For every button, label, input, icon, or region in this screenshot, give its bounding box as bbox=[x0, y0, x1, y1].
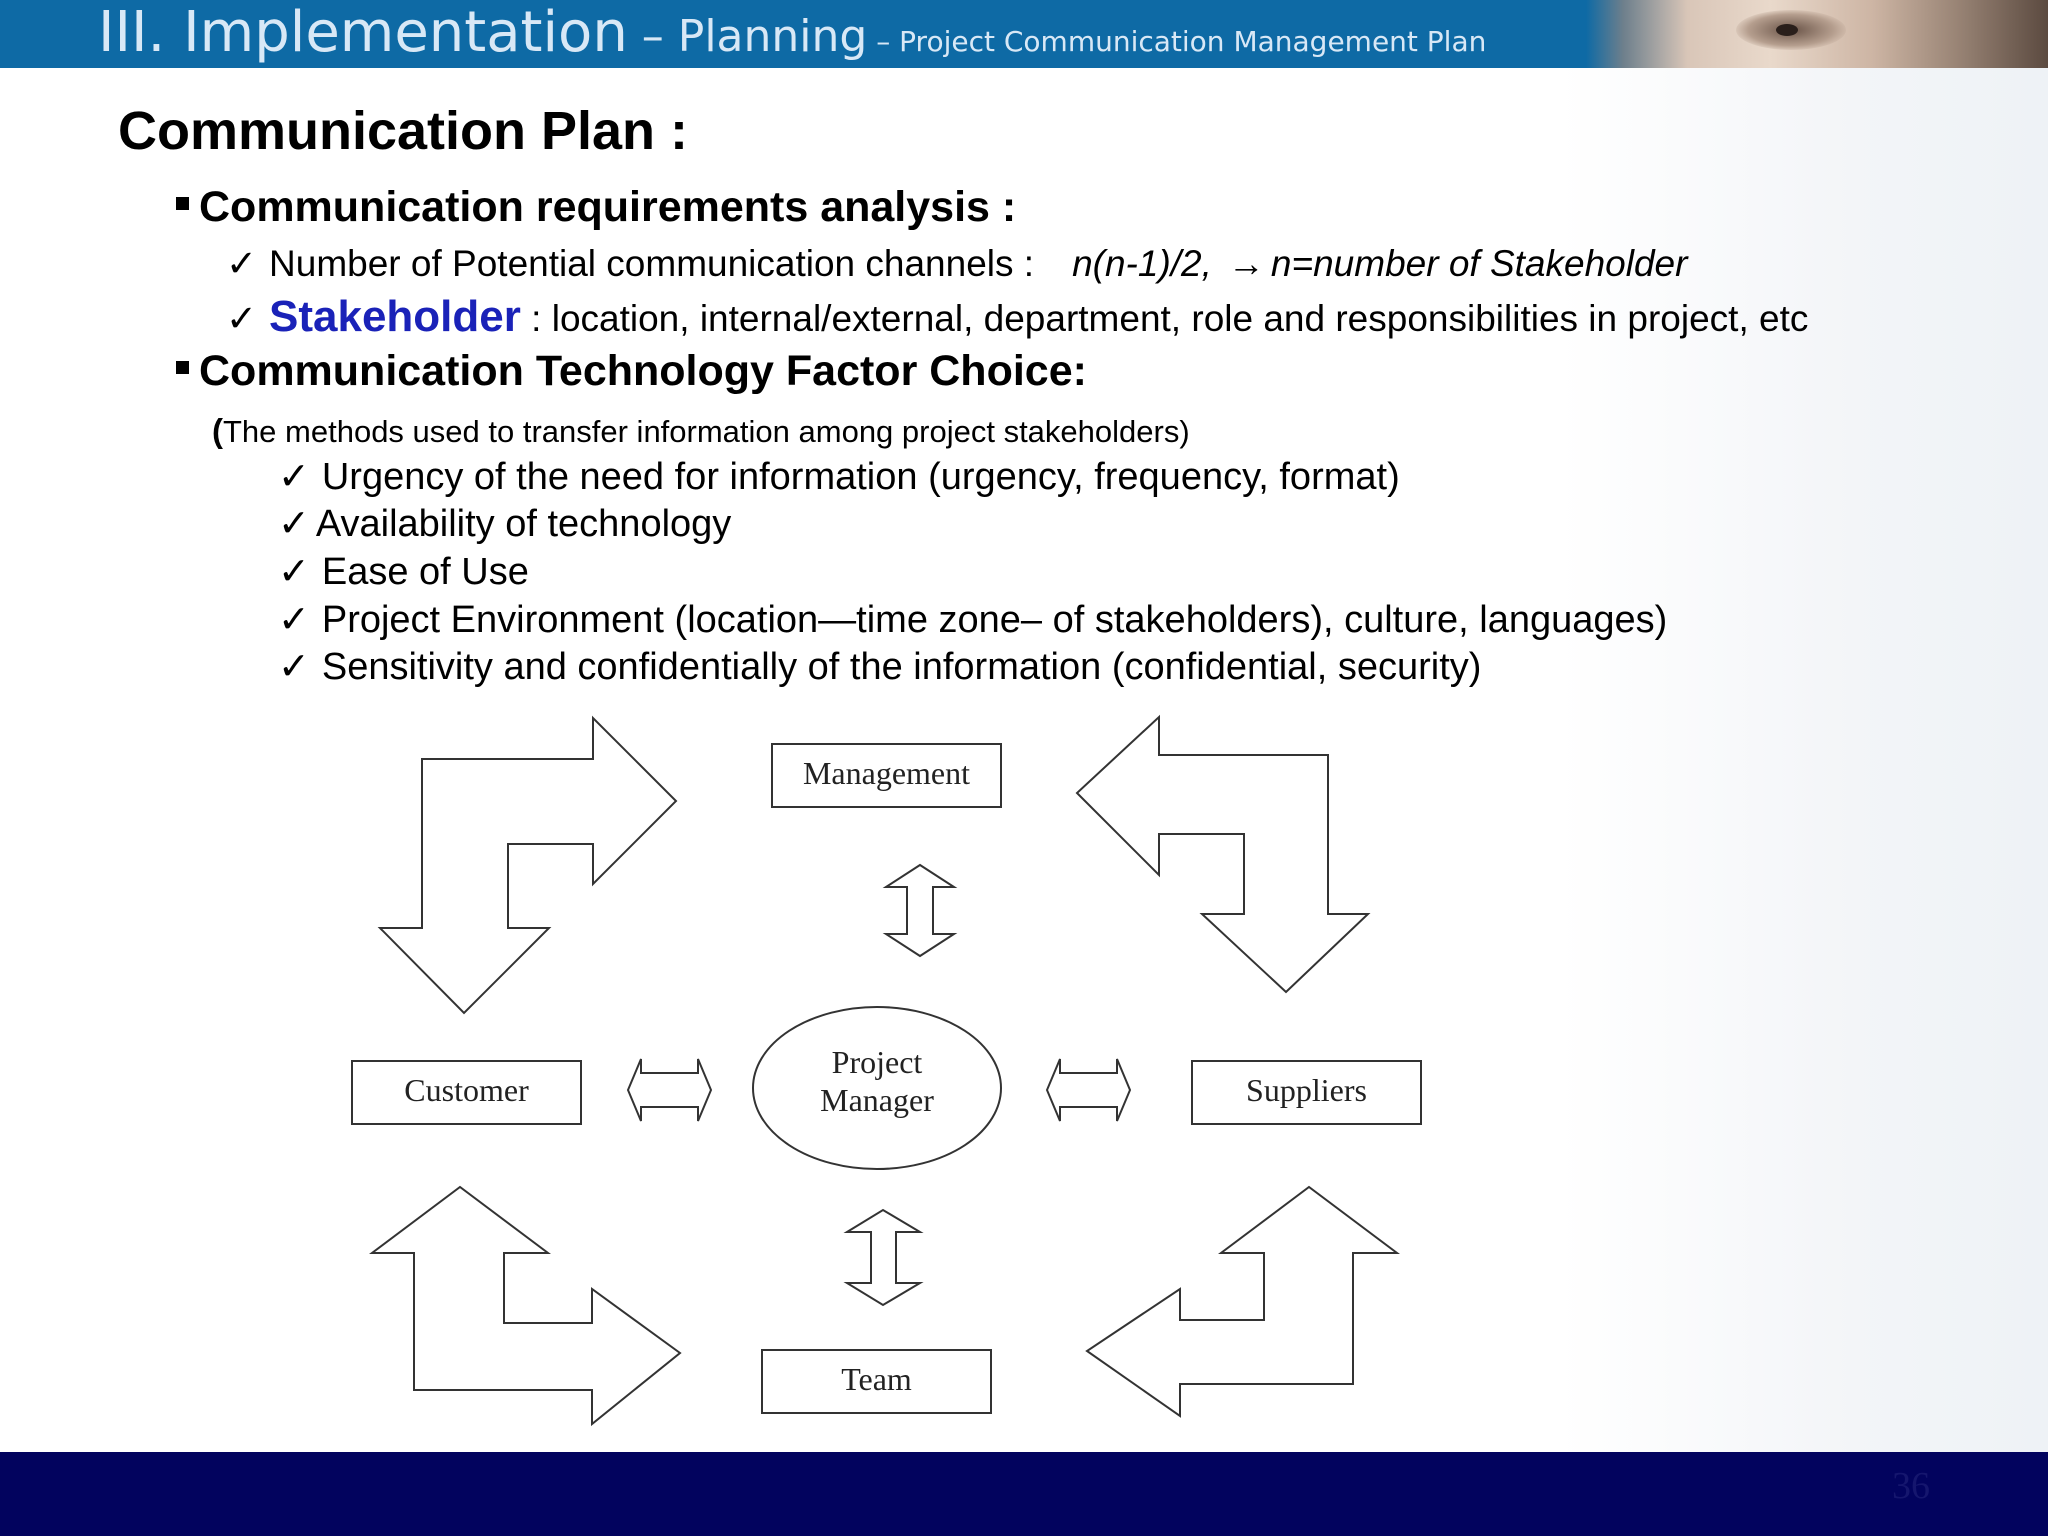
formula-definition: n=number of Stakeholder bbox=[1270, 243, 1688, 284]
bullet-requirements-analysis: Communication requirements analysis : bbox=[176, 183, 1016, 232]
right-arrow-icon: → bbox=[1227, 243, 1265, 284]
slide-footer: 36 bbox=[0, 1452, 2048, 1536]
factor-text: Sensitivity and confidentially of the in… bbox=[321, 646, 1482, 688]
note-text: The methods used to transfer information… bbox=[223, 414, 1190, 449]
bent-arrow-bottom-right bbox=[1085, 1185, 1400, 1418]
checkmark-icon: ✓ bbox=[278, 503, 310, 545]
bent-arrow-top-left bbox=[377, 715, 678, 1015]
header-topic: Planning bbox=[677, 11, 868, 62]
photo-eye bbox=[1776, 24, 1798, 36]
bent-arrow-bottom-left bbox=[369, 1185, 682, 1427]
header-photo-image bbox=[1586, 0, 2048, 68]
note-paren: ( bbox=[212, 412, 223, 449]
checkmark-icon: ✓ bbox=[278, 456, 310, 498]
header-separator: – bbox=[627, 11, 678, 62]
factor-text: Availability of technology bbox=[315, 503, 732, 545]
check-text: Number of Potential communication channe… bbox=[269, 243, 1035, 284]
header-separator: – bbox=[867, 25, 900, 58]
check-item-stakeholder: ✓ Stakeholder : location, internal/extern… bbox=[226, 292, 1808, 342]
box-team bbox=[761, 1349, 992, 1414]
factor-text: Project Environment (location—time zone–… bbox=[321, 599, 1668, 641]
header-section: III. Implementation bbox=[98, 0, 628, 65]
label-team: Team bbox=[841, 1361, 912, 1397]
stakeholder-keyword: Stakeholder bbox=[269, 292, 521, 341]
square-bullet-icon bbox=[176, 197, 189, 211]
double-arrow-horizontal-left bbox=[626, 1058, 713, 1122]
bullet-text: Communication requirements analysis : bbox=[199, 183, 1017, 231]
box-customer bbox=[351, 1060, 582, 1125]
factor-text: Ease of Use bbox=[321, 551, 529, 593]
factor-item: ✓ Ease of Use bbox=[278, 549, 529, 594]
pm-line-1: Project bbox=[831, 1044, 923, 1080]
header-title: III. Implementation – Planning – Project… bbox=[98, 0, 1486, 68]
check-text: : location, internal/external, departmen… bbox=[520, 298, 1809, 339]
bullet-technology-factor: Communication Technology Factor Choice: bbox=[176, 347, 1087, 396]
double-arrow-horizontal-right bbox=[1045, 1058, 1132, 1122]
factor-text: Urgency of the need for information (urg… bbox=[321, 456, 1400, 498]
checkmark-icon: ✓ bbox=[278, 599, 310, 641]
double-arrow-vertical-bottom bbox=[843, 1208, 924, 1307]
factor-item: ✓ Project Environment (location—time zone… bbox=[278, 597, 1667, 642]
bullet-text: Communication Technology Factor Choice: bbox=[199, 347, 1087, 395]
channels-formula: n(n-1)/2, bbox=[1072, 243, 1212, 284]
slide-header: III. Implementation – Planning – Project… bbox=[0, 0, 2048, 68]
box-management bbox=[771, 743, 1002, 808]
page-number: 36 bbox=[1892, 1465, 1930, 1507]
checkmark-icon: ✓ bbox=[226, 298, 258, 339]
box-suppliers bbox=[1191, 1060, 1422, 1125]
methods-note: (The methods used to transfer informatio… bbox=[212, 412, 1190, 450]
slide-title: Communication Plan : bbox=[118, 101, 689, 161]
square-bullet-icon bbox=[176, 361, 189, 375]
checkmark-icon: ✓ bbox=[278, 646, 310, 688]
label-project-manager: Project Manager bbox=[753, 1043, 1001, 1119]
factor-item: ✓ Sensitivity and confidentially of the i… bbox=[278, 644, 1481, 689]
factor-item: ✓ Urgency of the need for information (ur… bbox=[278, 454, 1400, 499]
check-item-channels: ✓ Number of Potential communication chann… bbox=[226, 242, 1687, 285]
double-arrow-vertical-top bbox=[882, 863, 958, 958]
communication-diagram: Management Customer Suppliers Team Proje… bbox=[340, 700, 1460, 1440]
label-suppliers: Suppliers bbox=[1246, 1072, 1367, 1108]
background-panel bbox=[1560, 68, 2048, 1452]
checkmark-icon: ✓ bbox=[226, 243, 258, 284]
slide-content: Communication Plan : Communication requi… bbox=[118, 101, 1808, 1440]
checkmark-icon: ✓ bbox=[278, 551, 310, 593]
header-subtopic: Project Communication Management Plan bbox=[899, 25, 1487, 58]
factor-item: ✓Availability of technology bbox=[278, 501, 731, 546]
pm-line-2: Manager bbox=[820, 1082, 934, 1118]
label-customer: Customer bbox=[404, 1072, 529, 1108]
label-management: Management bbox=[802, 755, 971, 791]
diagram-shapes bbox=[351, 714, 1422, 1427]
bent-arrow-top-right bbox=[1075, 714, 1371, 994]
ellipse-project-manager bbox=[752, 1006, 1002, 1170]
